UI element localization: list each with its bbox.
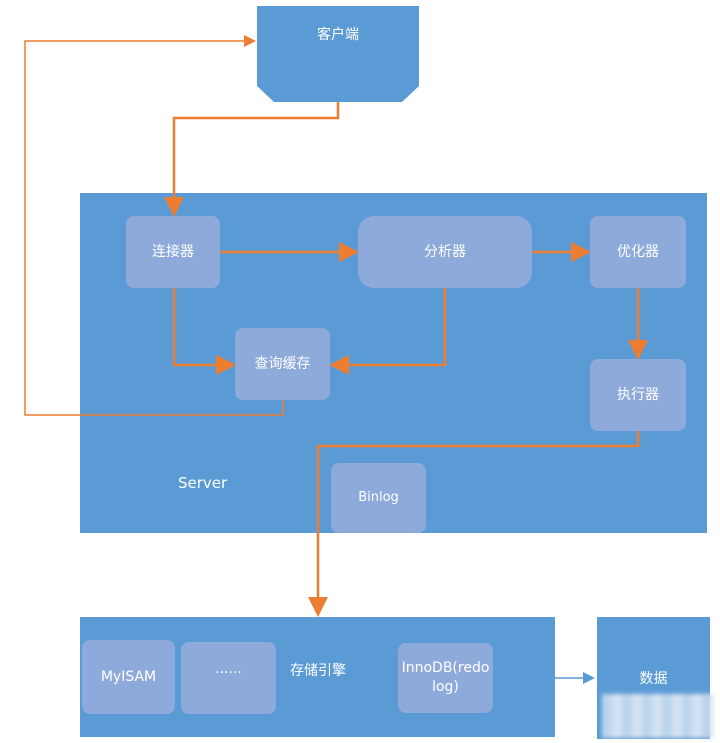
executor-box: 执行器 xyxy=(590,359,686,431)
engine-innodb-box: InnoDB(redo log) xyxy=(398,643,493,713)
storage-engine-label: 存储引擎 xyxy=(290,663,346,679)
connector-box: 连接器 xyxy=(126,216,220,288)
blurred-watermark xyxy=(602,694,714,738)
query-cache-box: 查询缓存 xyxy=(235,328,330,400)
data-store-label: 数据 xyxy=(639,671,668,687)
binlog-box: Binlog xyxy=(331,463,426,533)
client-label: 客户端 xyxy=(317,27,359,43)
optimizer-box: 优化器 xyxy=(590,216,686,288)
server-label: Server xyxy=(178,474,228,492)
analyzer-box: 分析器 xyxy=(358,216,532,288)
engine-myisam-box: MyISAM xyxy=(82,640,175,714)
engine-ellipsis-box: ...... xyxy=(181,642,276,714)
